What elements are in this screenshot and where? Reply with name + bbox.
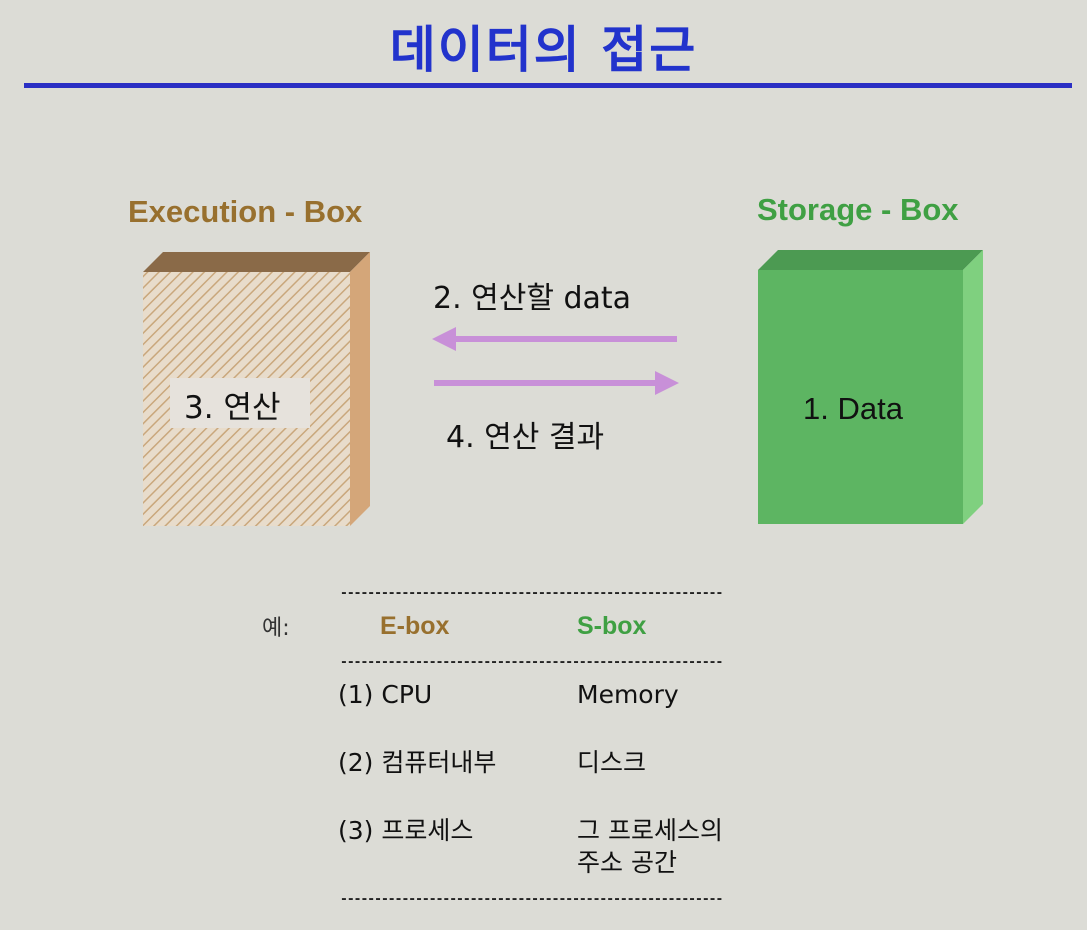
table-separator-header: ----------------------------------------… (340, 655, 723, 670)
table-cell-sbox-2: 디스크 (577, 748, 647, 777)
execution-box-top (143, 252, 370, 272)
storage-box (758, 250, 983, 524)
table-cell-ebox-3: (3) 프로세스 (338, 816, 474, 845)
table-separator-top: ----------------------------------------… (340, 586, 723, 601)
table-cell-ebox-1: (1) CPU (338, 680, 433, 709)
storage-box-top (758, 250, 983, 270)
table-separator-bottom: ----------------------------------------… (340, 892, 723, 907)
arrow-to-storage (434, 371, 679, 395)
storage-box-content: 1. Data (803, 391, 903, 426)
storage-box-side (963, 250, 983, 524)
sbox-column-header: S-box (577, 612, 647, 640)
arrow-label-result: 4. 연산 결과 (446, 420, 605, 455)
page-title: 데이터의 접근 (389, 21, 698, 79)
arrow-label-operand-data: 2. 연산할 data (433, 281, 632, 316)
execution-box-side (350, 252, 370, 526)
table-cell-ebox-2: (2) 컴퓨터내부 (338, 748, 497, 777)
ebox-column-header: E-box (380, 612, 450, 640)
execution-content-tag (170, 378, 310, 428)
storage-box-label: Storage - Box (757, 192, 959, 227)
table-cell-sbox-1: Memory (577, 680, 679, 709)
title-underline (24, 83, 1072, 88)
table-cell-sbox-3-line2: 주소 공간 (577, 848, 677, 877)
storage-box-front (758, 270, 963, 524)
arrow-to-execution (432, 327, 677, 351)
execution-box-label: Execution - Box (128, 194, 363, 229)
example-label: 예: (262, 616, 290, 641)
execution-box-content: 3. 연산 (184, 390, 281, 426)
table-cell-sbox-3-line1: 그 프로세스의 (577, 816, 723, 845)
